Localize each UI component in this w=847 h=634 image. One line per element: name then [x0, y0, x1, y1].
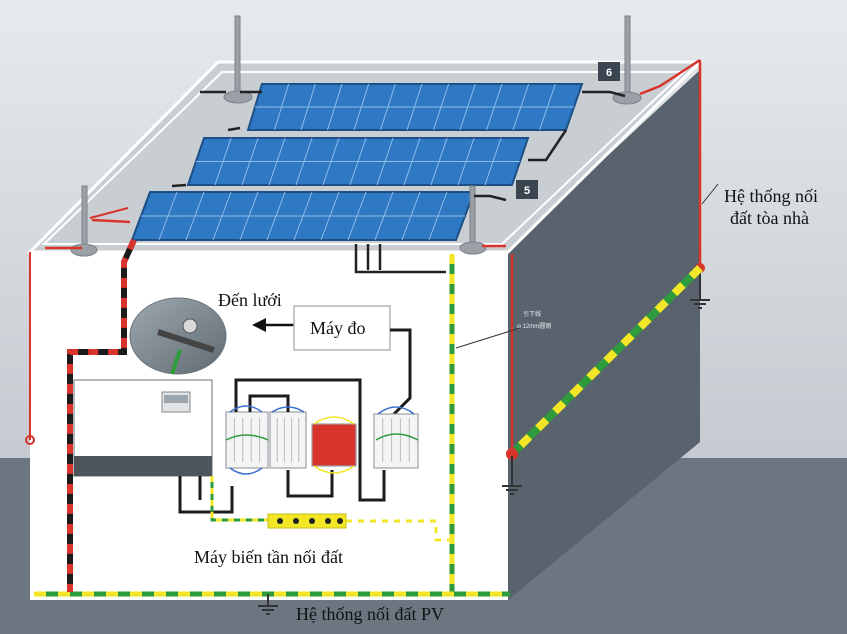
inspection-photo [129, 297, 227, 375]
ground-symbol-icon [258, 605, 278, 615]
building-side-wall [508, 70, 700, 600]
meter-box [293, 305, 391, 351]
label-meter: Máy đo [310, 318, 366, 338]
inverter-ground-terminal [267, 513, 347, 529]
downlead-annotation: 引下线 φ 12mm圆钢 [455, 310, 551, 349]
label-inverter-grounding: Máy biến tần nối đất [194, 547, 343, 567]
combiner-box-icon [225, 411, 419, 469]
inverter-icon [73, 379, 213, 477]
ground-symbol-icon [502, 485, 522, 495]
marker-5-badge: 5 [516, 180, 538, 199]
ground-symbol-icon [690, 299, 710, 309]
svg-text:6: 6 [606, 67, 612, 79]
label-grid: Đến lưới [218, 290, 282, 310]
marker-6-badge: 6 [598, 62, 620, 81]
svg-text:φ 12mm圆钢: φ 12mm圆钢 [517, 322, 551, 330]
arrow-to-grid-icon [252, 318, 294, 332]
label-building-grounding-2: đất tòa nhà [730, 208, 809, 228]
svg-text:引下线: 引下线 [523, 310, 541, 318]
svg-text:5: 5 [524, 185, 530, 197]
label-pv-grounding: Hệ thống nối đất PV [296, 604, 444, 624]
arrow-icon [89, 207, 129, 219]
label-building-grounding-1: Hệ thống nối [724, 186, 818, 206]
